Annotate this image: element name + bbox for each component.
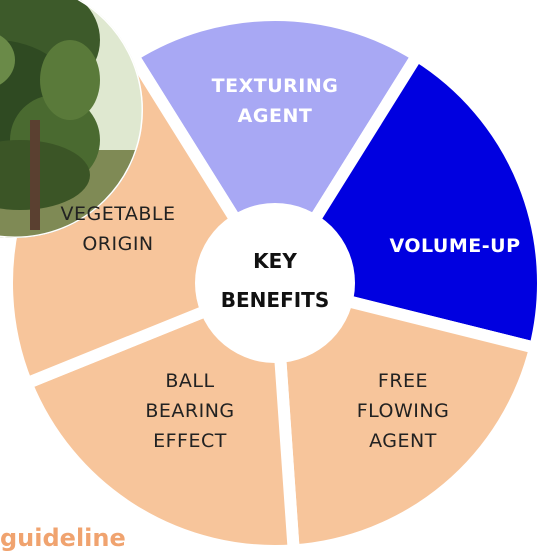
segment-texturing-agent <box>124 9 426 295</box>
segment-label-ball-bearing-effect-line-2: BEARING <box>145 400 234 422</box>
segment-label-texturing-agent-line-1: TEXTURING <box>212 75 339 97</box>
segment-label-volume-up-line-1: VOLUME-UP <box>389 235 520 257</box>
segment-ball-bearing-effect <box>18 274 300 546</box>
guideline-text: guideline <box>0 524 126 552</box>
center-hub <box>195 203 355 363</box>
segment-label-free-flowing-agent-line-1: FREE <box>378 370 428 392</box>
segment-label-ball-bearing-effect-line-1: BALL <box>165 370 214 392</box>
center-label-line-1: KEY <box>253 249 297 273</box>
segment-label-free-flowing-agent-line-3: AGENT <box>369 430 437 452</box>
labels-layer: TEXTURING AGENT VOLUME-UP FREE FLOWING AGENT B… <box>61 75 521 452</box>
segment-label-texturing-agent-line-2: AGENT <box>238 105 313 127</box>
segment-label-vegetable-origin-line-1: VEGETABLE <box>61 203 176 225</box>
segment-free-flowing-agent <box>268 275 543 546</box>
segment-label-vegetable-origin-line-2: ORIGIN <box>82 233 153 255</box>
segment-label-ball-bearing-effect-line-3: EFFECT <box>153 430 227 452</box>
segment-label-free-flowing-agent-line-2: FLOWING <box>357 400 450 422</box>
center-label-line-2: BENEFITS <box>221 288 329 312</box>
